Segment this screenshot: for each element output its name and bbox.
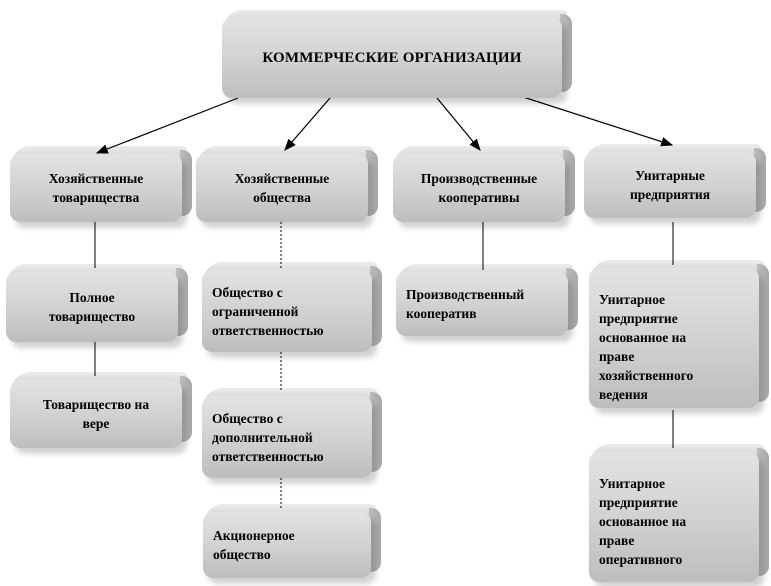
category-label: Хозяйственные товарищества	[48, 171, 144, 205]
arrow-to-unitary-enterprises	[519, 95, 674, 147]
category-economic-partnerships: Хозяйственные товарищества	[10, 146, 192, 222]
node-label: Товарищество на вере	[42, 397, 150, 431]
node-alc: Общество с дополнительной ответственност…	[202, 388, 382, 478]
node-label: Общество с ограниченной ответственностью	[212, 284, 324, 338]
node-label: Полное товарищество	[48, 290, 136, 324]
node-full-partnership: Полное товарищество	[6, 264, 188, 342]
node-unitary-economic-management: Унитарное предприятие основанное на прав…	[589, 260, 769, 408]
root-node: КОММЕРЧЕСКИЕ ОРГАНИЗАЦИИ	[222, 10, 572, 98]
arrow-to-production-cooperatives	[436, 97, 481, 151]
category-economic-companies: Хозяйственные общества	[196, 146, 378, 222]
node-label: Унитарное предприятие основанное на прав…	[599, 292, 694, 402]
node-label: Производственный кооператив	[406, 287, 525, 321]
category-label: Производственные кооперативы	[420, 171, 538, 205]
category-production-cooperatives: Производственные кооперативы	[393, 146, 575, 222]
arrow-to-economic-partnerships	[95, 97, 239, 154]
node-production-cooperative: Производственный кооператив	[396, 264, 578, 336]
node-limited-partnership: Товарищество на вере	[10, 372, 192, 448]
node-label: Унитарное предприятие основанное на прав…	[599, 476, 687, 567]
node-unitary-operational-management: Унитарное предприятие основанное на прав…	[589, 444, 769, 582]
arrow-to-economic-companies	[284, 97, 331, 151]
category-label: Хозяйственные общества	[234, 171, 330, 205]
node-label: Акционерное общество	[213, 528, 295, 562]
category-label: Унитарные предприятия	[629, 168, 710, 202]
node-jsc: Акционерное общество	[203, 504, 381, 578]
category-unitary-enterprises: Унитарные предприятия	[584, 144, 766, 218]
node-label: Общество с дополнительной ответственност…	[212, 410, 324, 464]
node-llc: Общество с ограниченной ответственностью	[202, 262, 382, 352]
root-label: КОММЕРЧЕСКИЕ ОРГАНИЗАЦИИ	[262, 49, 522, 66]
